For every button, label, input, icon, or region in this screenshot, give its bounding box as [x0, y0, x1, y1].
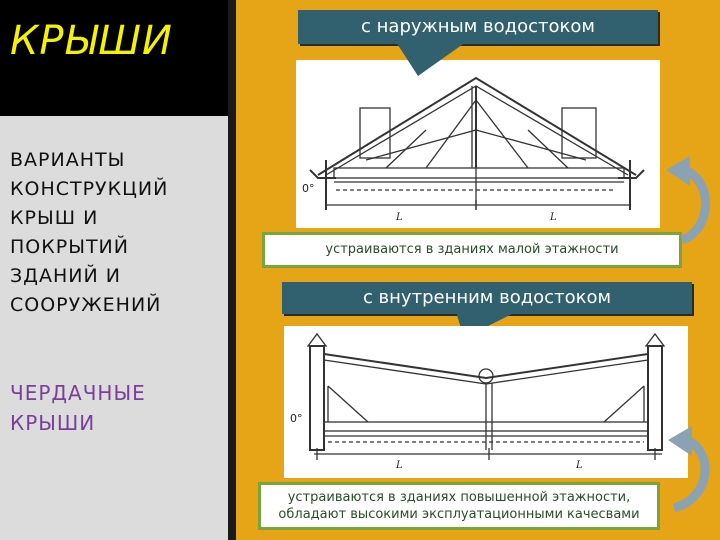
span-label: L: [575, 460, 583, 471]
span-label: L: [395, 212, 403, 223]
roof-slope: [323, 359, 649, 385]
internal-drain-banner: с внутренним водостоком: [282, 282, 692, 314]
truss-brace: [475, 129, 587, 161]
banner-label: с наружным водостоком: [361, 16, 595, 37]
truss-strut: [475, 99, 529, 169]
slide-title: КРЫШИ: [10, 18, 173, 64]
span-label: L: [395, 460, 403, 471]
note-text: устраиваются в зданиях малой этажности: [325, 242, 619, 257]
title-panel: КРЫШИ: [0, 0, 228, 112]
banner-label: с внутренним водостоком: [362, 287, 612, 308]
support: [327, 385, 369, 423]
vertical-divider: [228, 0, 236, 540]
banner-pointer: [396, 42, 466, 76]
variants-line: КОНСТРУКЦИЙ: [10, 178, 169, 200]
drain-funnel: [478, 368, 494, 384]
truss-roof-svg: 0° L L: [302, 76, 645, 223]
parapet-cap: [644, 332, 666, 347]
support: [603, 385, 645, 423]
internal-drain-roof-drawing: 0° L L: [284, 326, 688, 478]
section-heading: ЧЕРДАЧНЫЕ КРЫШИ: [10, 378, 225, 438]
sidebar-panel: ВАРИАНТЫ КОНСТРУКЦИЙ КРЫШ И ПОКРЫТИЙ ЗДА…: [0, 116, 228, 540]
variants-line: КРЫШ И: [10, 207, 99, 229]
note-line: устраиваются в зданиях повышенной этажно…: [287, 490, 631, 505]
level-mark: 0°: [290, 412, 303, 425]
curved-arrow-icon: [668, 426, 710, 513]
note-line: обладают высокими эксплуатационными каче…: [278, 507, 640, 522]
curved-arrow-icon: [666, 156, 710, 245]
span-label: L: [549, 212, 557, 223]
roof-slope: [323, 353, 649, 380]
external-drain-note: устраиваются в зданиях малой этажности: [262, 232, 682, 268]
section-line: ЧЕРДАЧНЫЕ: [10, 381, 146, 405]
gutter: [309, 169, 336, 179]
variants-heading: ВАРИАНТЫ КОНСТРУКЦИЙ КРЫШ И ПОКРЫТИЙ ЗДА…: [10, 146, 225, 320]
truss-strut: [425, 99, 477, 169]
variants-line: ЗДАНИЙ И: [10, 265, 121, 287]
variants-line: ПОКРЫТИЙ: [10, 236, 129, 258]
attic-floor: [323, 421, 649, 432]
truss-brace: [365, 129, 477, 161]
parapet-wall: [647, 345, 663, 451]
parapet-wall: [309, 345, 325, 451]
variants-line: ВАРИАНТЫ: [10, 149, 126, 171]
level-mark: 0°: [302, 182, 315, 195]
section-line: КРЫШИ: [10, 411, 96, 435]
variants-line: СООРУЖЕНИЙ: [10, 294, 162, 316]
internal-drain-svg: 0° L L: [290, 332, 666, 471]
gutter: [618, 169, 645, 179]
parapet-cap: [306, 332, 328, 347]
attic-floor: [333, 167, 625, 179]
external-drain-banner: с наружным водостоком: [298, 10, 658, 44]
external-drain-roof-drawing: 0° L L: [296, 60, 660, 228]
roof-slope: [317, 76, 637, 176]
internal-drain-note: устраиваются в зданиях повышенной этажно…: [258, 482, 660, 530]
